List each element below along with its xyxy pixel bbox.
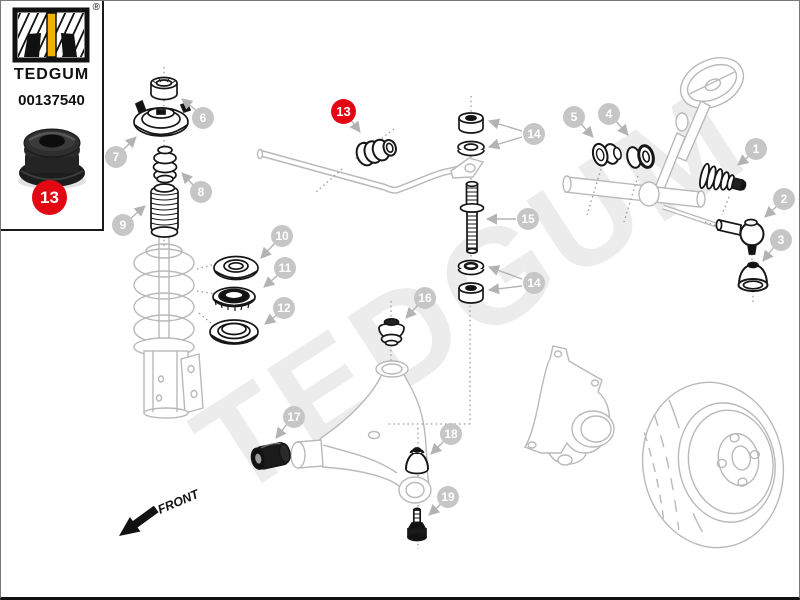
tedgum-logo-icon [12, 7, 89, 63]
part-16-arm-bushing [378, 317, 405, 347]
steering-wheel [679, 57, 745, 109]
replacement-parts [133, 76, 769, 542]
part-1-rack-boot [698, 162, 747, 191]
wheel-tire [641, 381, 785, 549]
part-8-bump-stop [152, 145, 178, 184]
tie-rod [662, 204, 726, 231]
part-6-strut-bearing [150, 76, 178, 101]
coil-spring-strut [133, 231, 204, 419]
callout-badge-3: 3 [770, 229, 792, 251]
part-4-rack-bushing [626, 144, 655, 169]
part-12-spring-seat [209, 319, 259, 345]
part-10-spring-washer [213, 255, 259, 281]
callout-badge-6: 6 [192, 107, 214, 129]
callout-arrows [122, 98, 778, 516]
product-photo-bushing [17, 128, 86, 189]
callout-badge-1: 1 [745, 138, 767, 160]
part-11-spring-bearing [212, 286, 256, 311]
steering-column [652, 100, 711, 198]
part-18-balljoint-boot [405, 447, 429, 475]
control-arm [290, 360, 432, 504]
callout-badge-18: 18 [440, 423, 462, 445]
callout-badge-4: 4 [598, 103, 620, 125]
part-7-strut-mount [133, 99, 192, 137]
stabilizer-bar [256, 148, 485, 194]
part-14-link-bushings-top [457, 112, 485, 157]
front-arrow: FRONT [119, 487, 202, 536]
panel-highlighted-part-badge: 13 [32, 180, 67, 215]
part-2-tie-rod-end [715, 218, 765, 255]
callout-badge-13-highlighted: 13 [331, 99, 356, 124]
callout-badge-14-top: 14 [523, 123, 545, 145]
callout-badge-19: 19 [437, 486, 459, 508]
part-15-link-rod [459, 180, 485, 255]
part-5-rack-bushing [591, 142, 622, 167]
steering-knuckle [523, 345, 615, 466]
registered-trademark: ® [92, 2, 100, 13]
part-19-ball-joint [407, 507, 427, 542]
callout-badge-9: 9 [112, 214, 134, 236]
part-3-tie-rod-boot [737, 261, 769, 292]
brand-panel: ® TEDGUM 00137540 [1, 1, 104, 231]
chassis-line-art [133, 57, 785, 549]
callout-badge-15: 15 [517, 208, 539, 230]
callout-badge-16: 16 [414, 287, 436, 309]
front-label: FRONT [156, 487, 202, 517]
callout-badge-5: 5 [563, 106, 585, 128]
part-13-stabilizer-bushing [355, 138, 397, 167]
part-9-dust-boot [150, 183, 179, 238]
callout-badge-8: 8 [190, 181, 212, 203]
callout-badge-10: 10 [271, 225, 293, 247]
callout-badge-12: 12 [273, 297, 295, 319]
callout-badge-2: 2 [773, 188, 795, 210]
callout-badge-14-bottom: 14 [523, 272, 545, 294]
steering-rack [562, 175, 706, 208]
part-14-link-bushings-bottom [457, 259, 485, 304]
part-number: 00137540 [18, 92, 85, 109]
part-17-arm-front-bushing [250, 441, 291, 470]
callout-badge-17: 17 [283, 406, 305, 428]
brand-wordmark: TEDGUM [13, 66, 90, 83]
callout-badge-11: 11 [274, 257, 296, 279]
callout-badge-7: 7 [105, 146, 127, 168]
